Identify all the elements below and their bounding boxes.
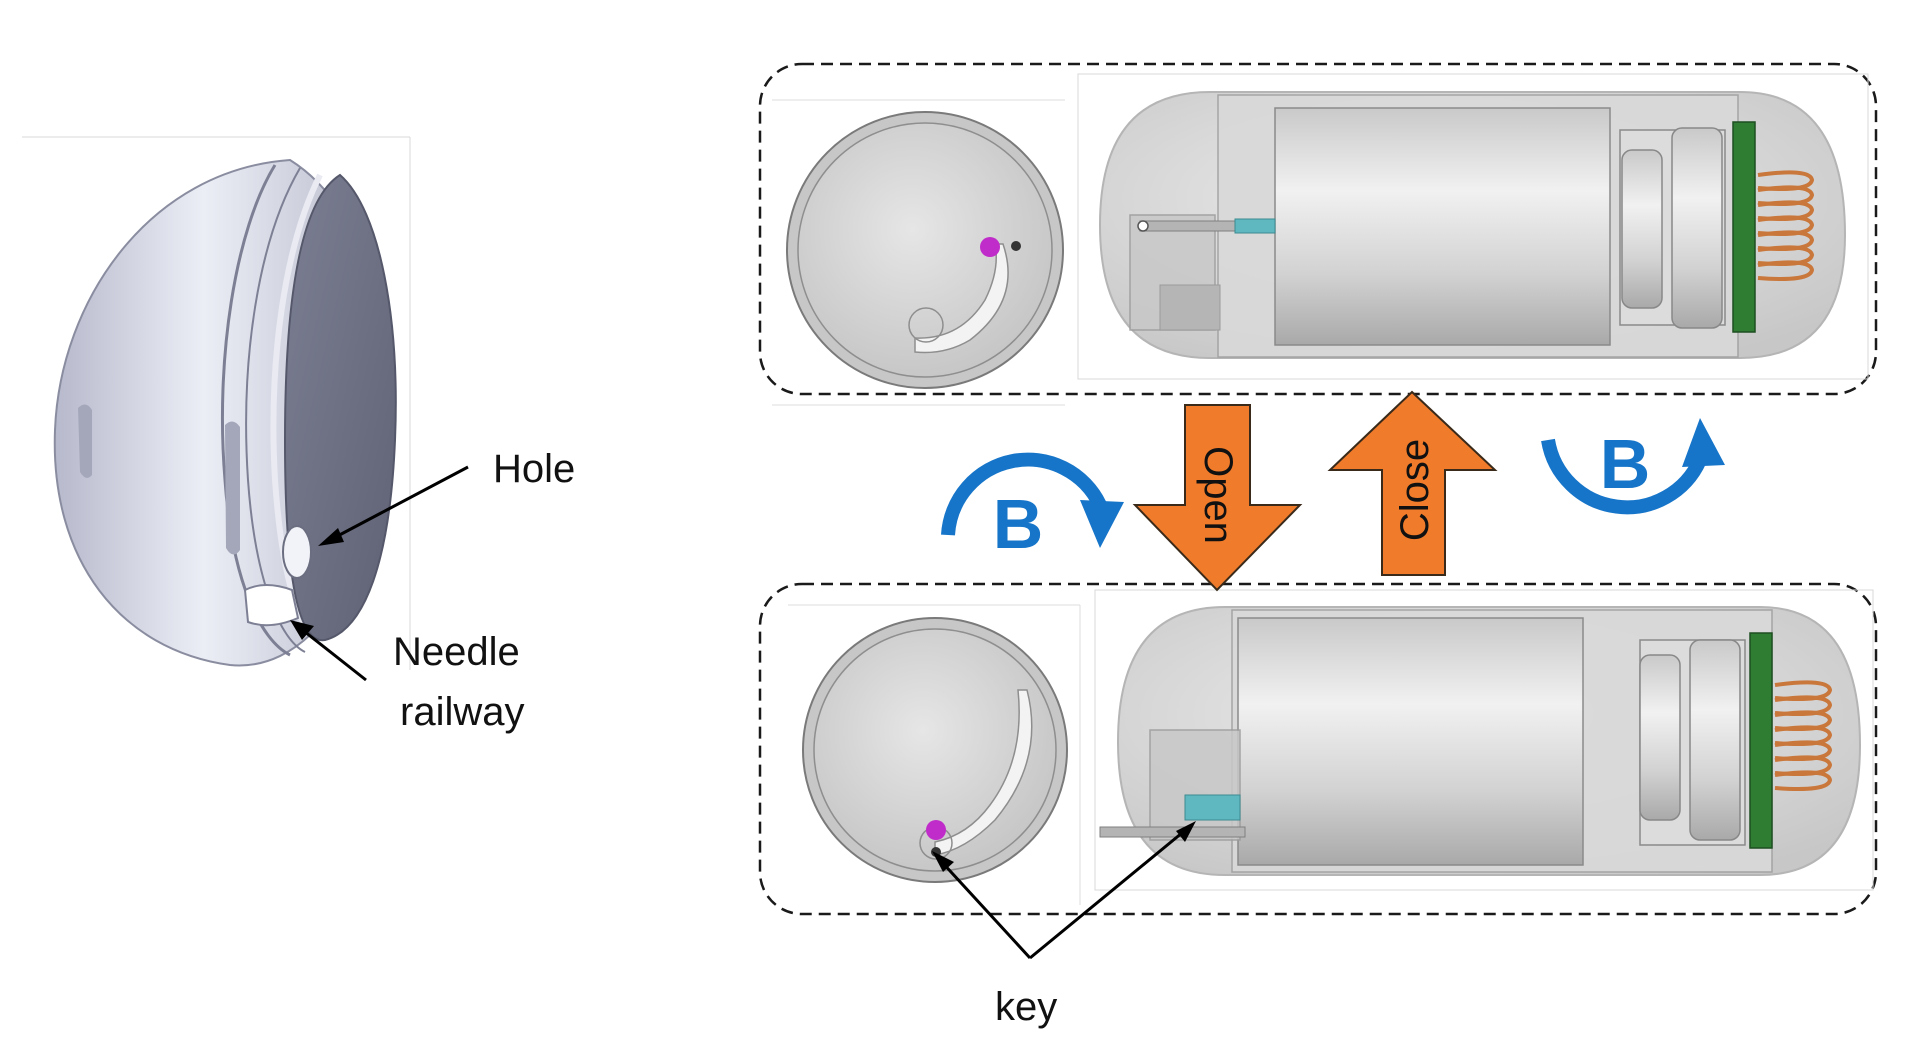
key-marker-open bbox=[926, 820, 946, 840]
open-arrow: Open bbox=[1132, 404, 1303, 592]
closed-state-frame bbox=[758, 62, 1878, 406]
key-marker-closed bbox=[980, 237, 1000, 257]
rotate-right-label: B bbox=[1600, 425, 1651, 503]
rotate-arrow-right: B bbox=[1541, 418, 1725, 515]
open-end-view-disc bbox=[788, 604, 1081, 905]
open-label: Open bbox=[1196, 446, 1240, 544]
needle-railway-label-line1: Needle bbox=[393, 630, 520, 674]
rotate-arrow-left: B bbox=[941, 452, 1124, 563]
closed-coil bbox=[1757, 170, 1815, 281]
hole-callout bbox=[318, 465, 469, 546]
key-label: key bbox=[995, 985, 1057, 1029]
needle-railway-callout bbox=[290, 620, 367, 682]
open-state-frame bbox=[758, 582, 1878, 916]
needle-railway-label-line2: railway bbox=[400, 690, 524, 734]
dome-cap-illustration bbox=[22, 136, 411, 670]
close-label: Close bbox=[1393, 439, 1437, 541]
open-coil bbox=[1774, 680, 1833, 791]
closed-side-view-capsule bbox=[1077, 73, 1869, 380]
close-arrow: Close bbox=[1327, 390, 1498, 576]
key-callout bbox=[932, 821, 1196, 960]
closed-end-view-disc bbox=[772, 99, 1065, 406]
hole-label: Hole bbox=[493, 447, 575, 491]
rotate-left-label: B bbox=[993, 485, 1044, 563]
open-side-view-capsule bbox=[1094, 589, 1874, 891]
